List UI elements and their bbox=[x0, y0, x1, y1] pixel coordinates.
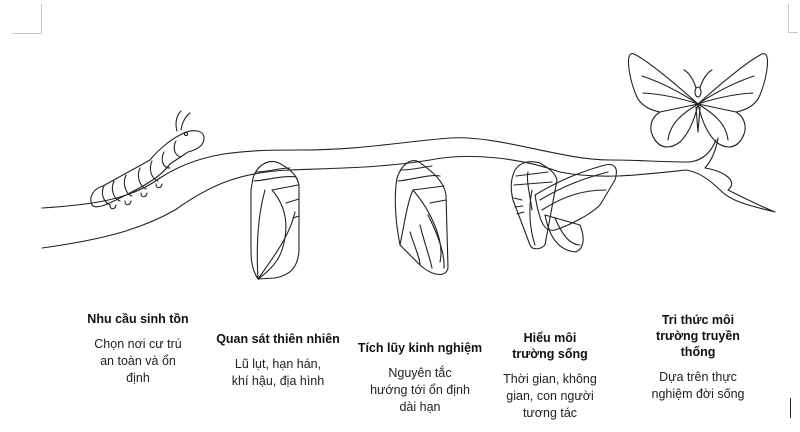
text-cursor bbox=[790, 398, 791, 418]
stage-title: Quan sát thiên nhiên bbox=[216, 332, 340, 346]
stage-title: Hiểu môi trường sống bbox=[512, 331, 588, 361]
crop-mark-top-left bbox=[12, 4, 42, 34]
butterfly-icon bbox=[628, 53, 768, 148]
stage-survival-needs: Nhu cầu sinh tồn Chọn nơi cư trú an toàn… bbox=[68, 311, 208, 387]
crop-mark-top-right bbox=[788, 4, 798, 33]
stage-traditional-knowledge: Tri thức môi trường truyền thống Dựa trê… bbox=[628, 312, 768, 403]
branch-icon bbox=[41, 137, 776, 249]
stage-understand-environment: Hiểu môi trường sống Thời gian, không gi… bbox=[495, 330, 605, 422]
stage-title: Tri thức môi trường truyền thống bbox=[656, 313, 740, 359]
stage-description: Thời gian, không gian, con người tương t… bbox=[503, 372, 597, 420]
caterpillar-icon bbox=[90, 110, 205, 210]
stage-observe-nature: Quan sát thiên nhiên Lũ lụt, hạn hán, kh… bbox=[208, 331, 348, 390]
stage-description: Lũ lụt, hạn hán, khí hậu, địa hình bbox=[231, 357, 325, 388]
stage-title: Tích lũy kinh nghiệm bbox=[357, 341, 483, 355]
stage-title: Nhu cầu sinh tồn bbox=[87, 312, 189, 326]
stage-description: Nguyên tắc hướng tới ổn định dài hạn bbox=[370, 366, 470, 414]
stage-description: Chọn nơi cư trú an toàn và ổn định bbox=[94, 337, 182, 385]
stage-description: Dựa trên thực nghiệm đời sống bbox=[651, 370, 745, 401]
chrysalis-icon bbox=[394, 160, 449, 275]
stage-accumulate-experience: Tích lũy kinh nghiệm Nguyên tắc hướng tớ… bbox=[350, 340, 490, 416]
emerging-butterfly-icon bbox=[510, 161, 617, 253]
chrysalis-icon bbox=[250, 160, 300, 280]
